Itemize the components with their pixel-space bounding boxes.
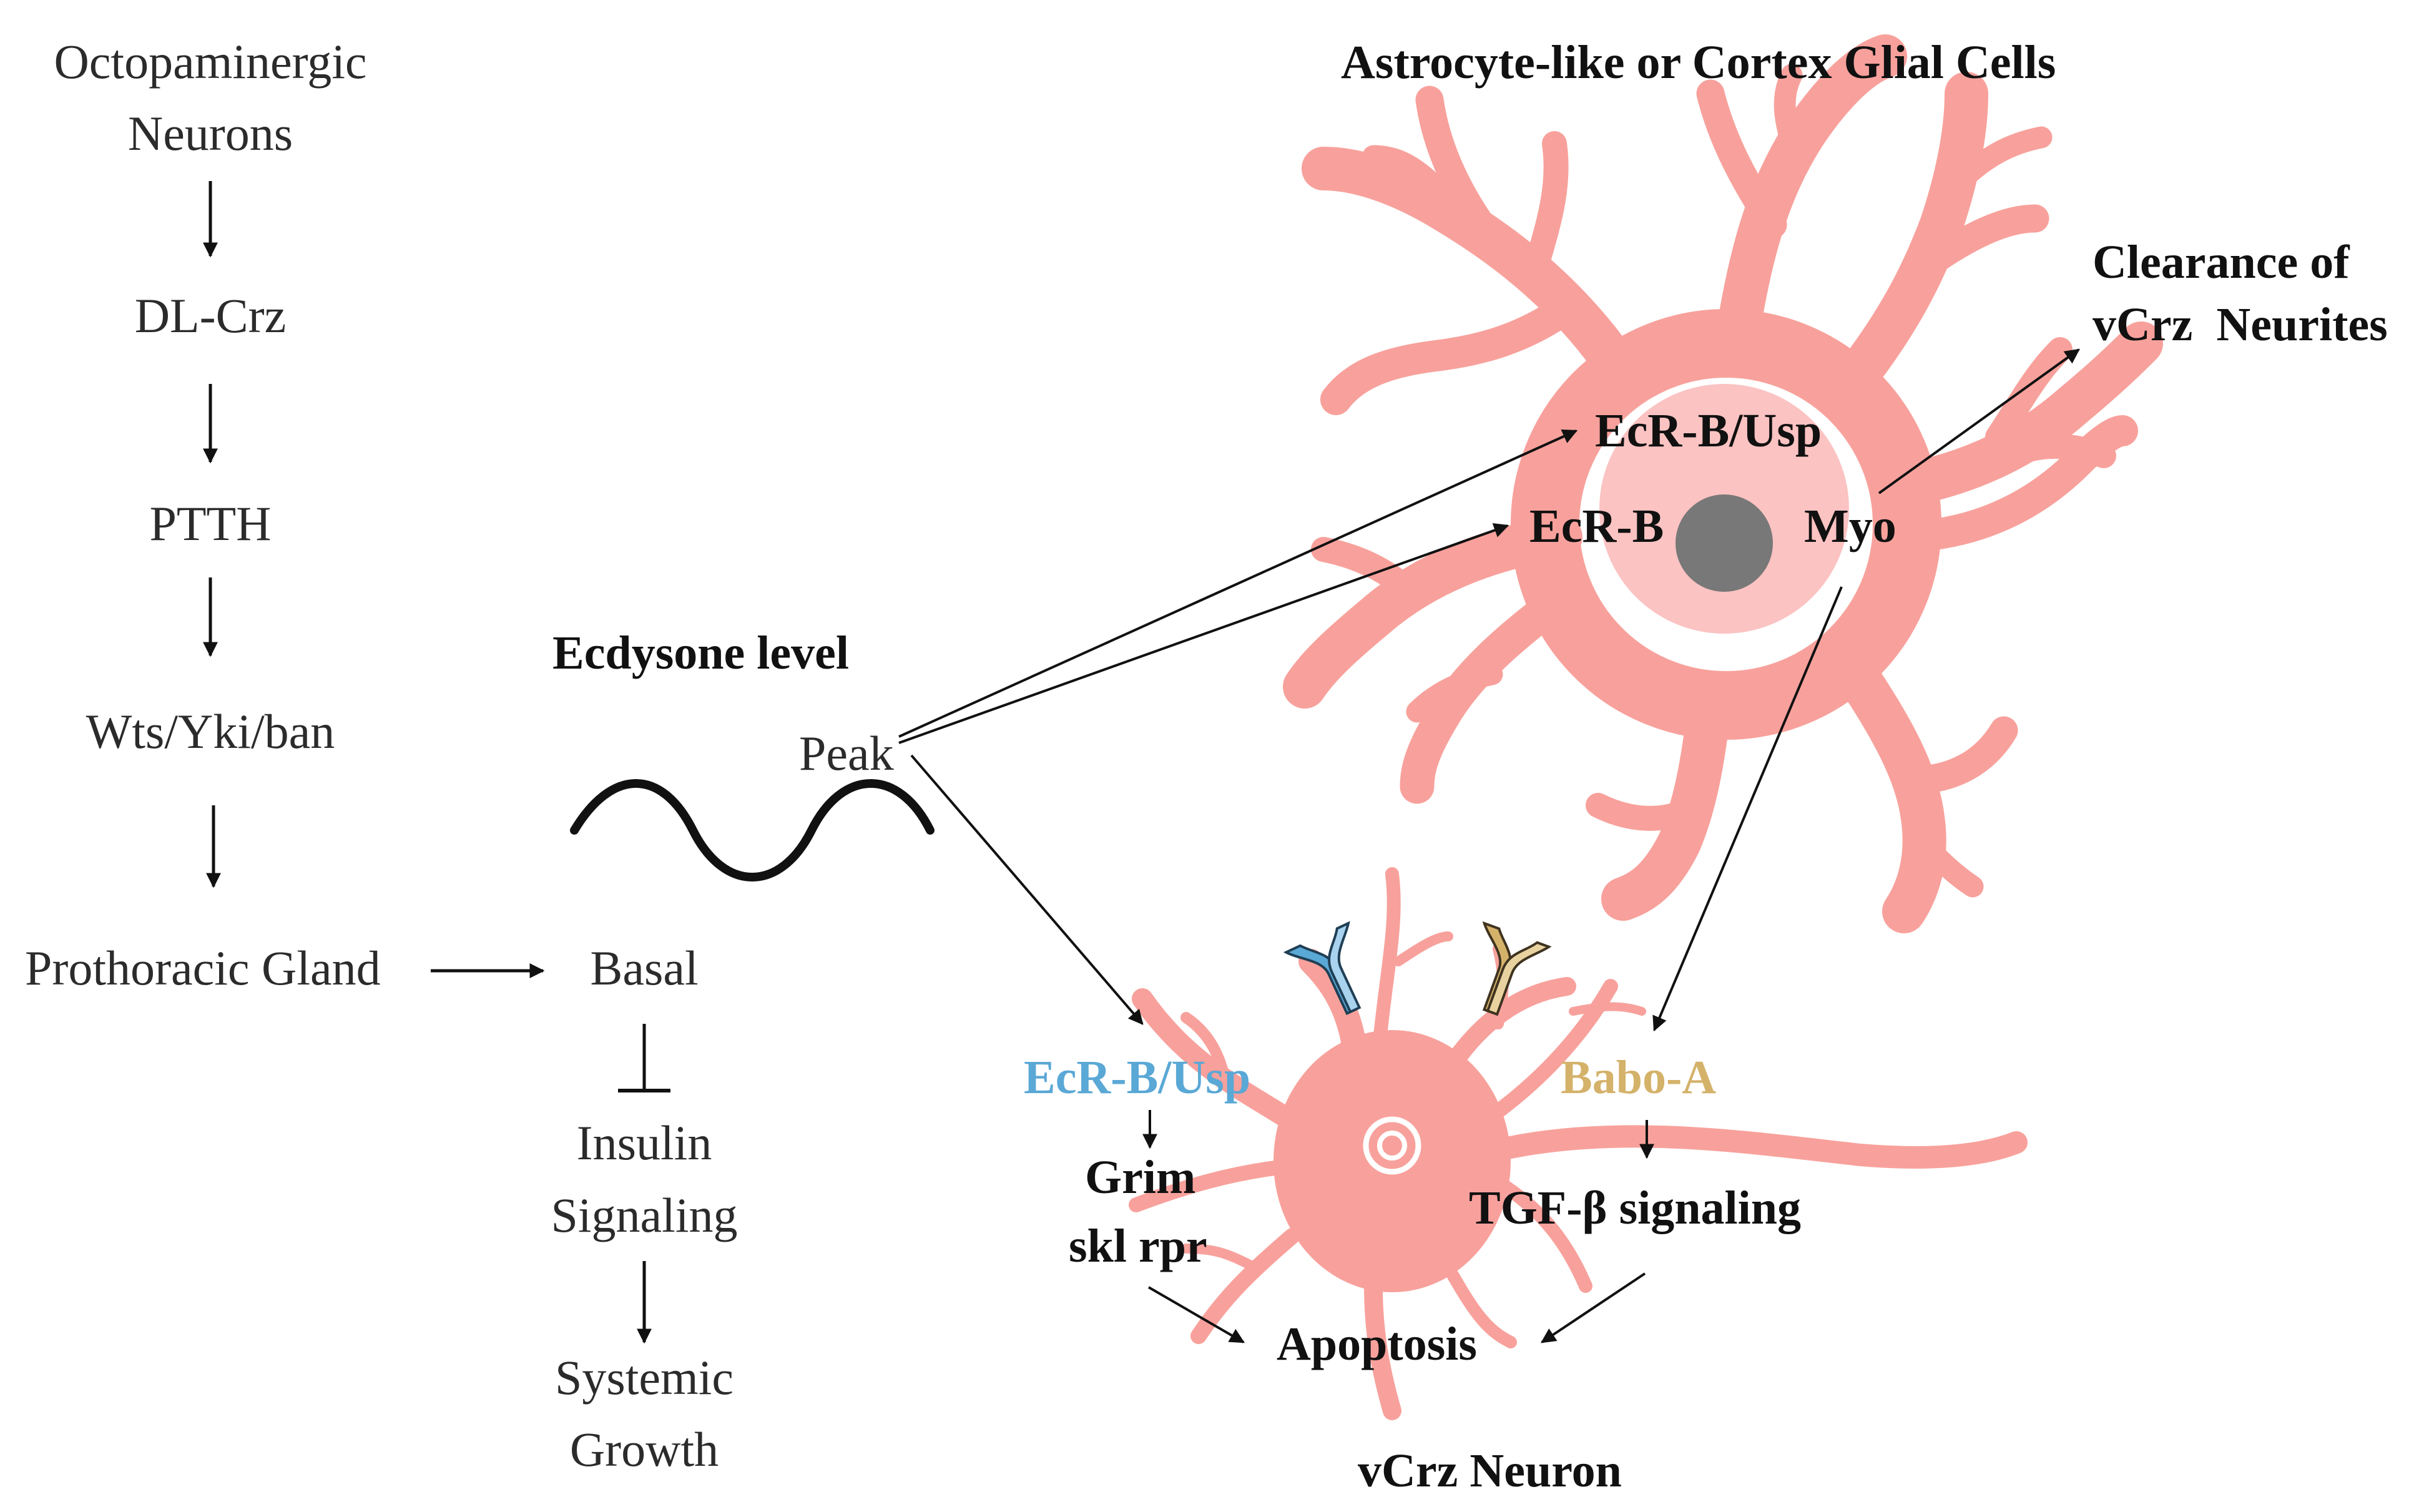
arrow-myo-clearance [1878, 348, 2080, 494]
neuron-babo: Babo-A [1561, 1051, 1717, 1104]
label-ptth: PTTH [149, 496, 272, 551]
neuron-nucleus-ring [1363, 1116, 1421, 1175]
arrow-peak-ecrb [898, 523, 1509, 744]
glial-nucleolus [1676, 494, 1773, 592]
arrow-grim-apoptosis [1147, 1286, 1245, 1343]
glia-title: Astrocyte-like or Cortex Glial Cells [1341, 36, 2056, 89]
clearance-line2: vCrz Neurites [2093, 298, 2388, 351]
arrow-peak-ecrb-usp [898, 429, 1578, 738]
ecr-receptor-icon [1283, 921, 1362, 1016]
label-insulin: Insulin [576, 1116, 712, 1170]
neuron-ecrb-usp: EcR-B/Usp [1024, 1051, 1251, 1104]
arrow-tgf-apoptosis [1541, 1272, 1646, 1343]
glia-ecrb: EcR-B [1529, 500, 1664, 552]
pathway-arrows [203, 181, 670, 1344]
label-wts: Wts/Yki/ban [86, 704, 335, 758]
glial-cell [1283, 34, 2163, 933]
label-growth: Growth [569, 1422, 719, 1476]
arrow-myo-babo [1652, 586, 1843, 1032]
label-apoptosis: Apoptosis [1277, 1318, 1477, 1370]
signal-arrows [898, 348, 2080, 1343]
label-peak: Peak [799, 726, 894, 780]
arrow-peak-neuron [910, 754, 1144, 1025]
label-neurons: Neurons [127, 106, 293, 160]
clearance-line1: Clearance of [2093, 236, 2350, 288]
label-signaling: Signaling [551, 1188, 738, 1242]
label-systemic: Systemic [555, 1350, 734, 1405]
glia-myo: Myo [1804, 500, 1896, 552]
ecdysone-title: Ecdysone level [552, 627, 849, 679]
label-tgf: TGF-β signaling [1469, 1182, 1802, 1234]
neuron-title: vCrz Neuron [1358, 1445, 1622, 1497]
glia-ecrb-usp: EcR-B/Usp [1595, 405, 1822, 457]
label-grim: Grim [1085, 1151, 1196, 1204]
ecdysone-wave [570, 779, 935, 881]
label-dlcrz: DL-Crz [134, 288, 287, 343]
babo-receptor-icon [1482, 921, 1552, 1016]
label-prothoracic-gland: Prothoracic Gland [25, 941, 381, 995]
vcrz-neuron [1129, 867, 2028, 1420]
label-octopaminergic: Octopaminergic [54, 34, 367, 89]
label-basal: Basal [590, 941, 699, 995]
neuron-soma [1273, 1030, 1511, 1292]
label-skl-rpr: skl rpr [1069, 1220, 1207, 1272]
